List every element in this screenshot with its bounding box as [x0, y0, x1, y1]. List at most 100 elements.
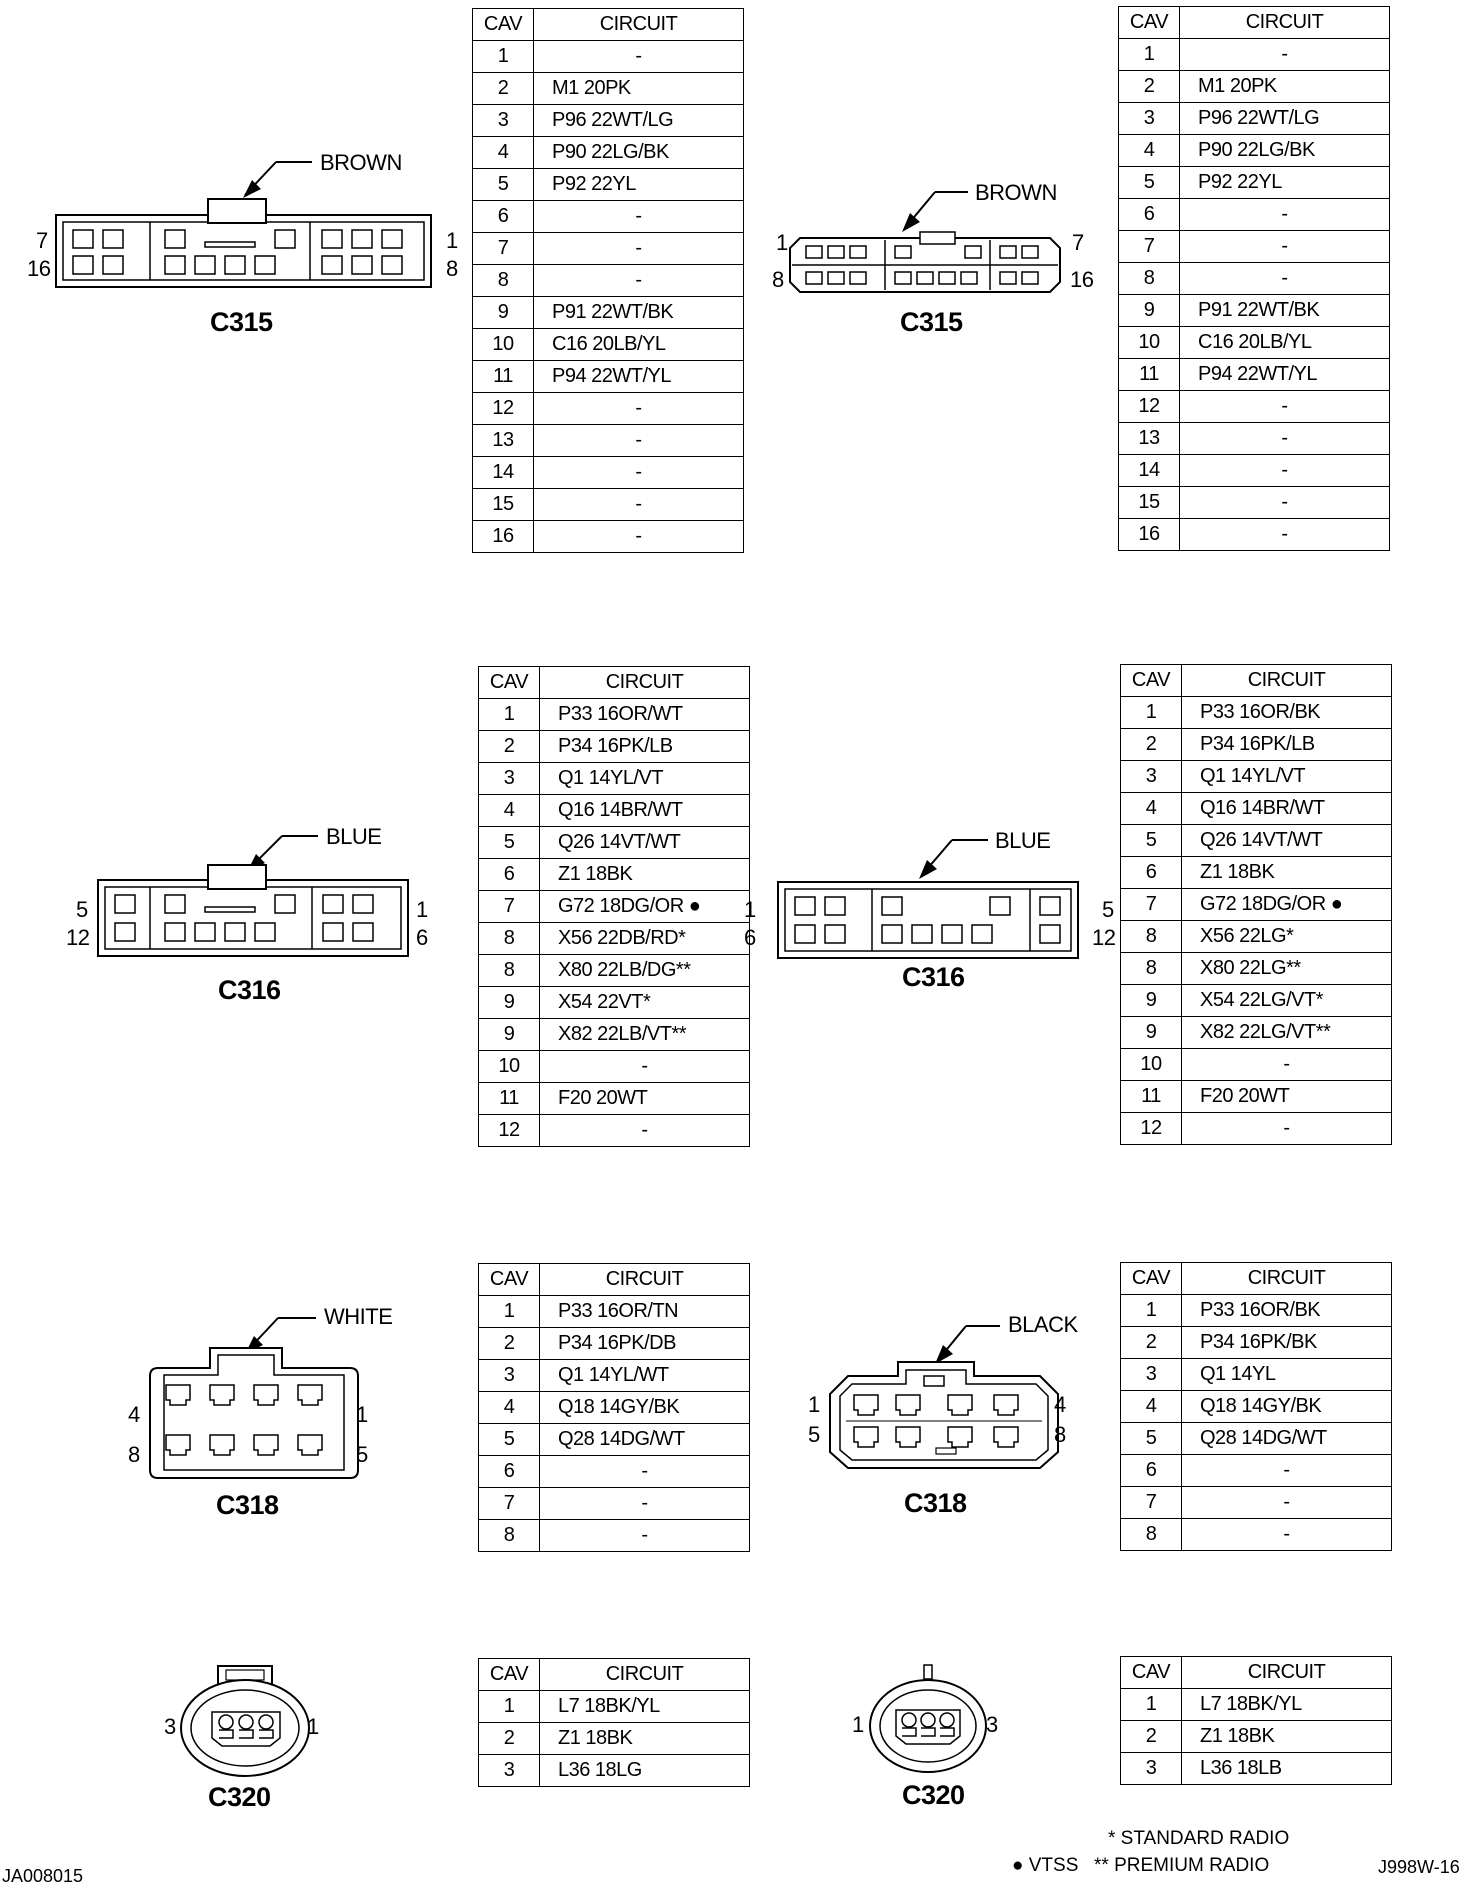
table-row: 6- [1120, 1454, 1392, 1487]
c318-left-name: C318 [216, 1490, 279, 1520]
table-row: 13- [1118, 422, 1390, 455]
cav-cell: 2 [1120, 728, 1182, 761]
table-row: 16- [1118, 518, 1390, 551]
cav-cell: 7 [1120, 1486, 1182, 1519]
cav-cell: 11 [1120, 1080, 1182, 1113]
table-row: 15- [472, 488, 744, 521]
c320-right-pin-1: 1 [852, 1712, 864, 1737]
footer-left-id: JA008015 [2, 1866, 84, 1886]
table-row: 12- [472, 392, 744, 425]
cav-cell: 4 [1120, 1390, 1182, 1423]
circuit-cell: - [1179, 390, 1390, 423]
cav-cell: 1 [478, 698, 540, 731]
circuit-cell: Q1 14YL/VT [539, 762, 750, 795]
circuit-cell: - [1179, 486, 1390, 519]
cav-cell: 16 [1118, 518, 1180, 551]
circuit-cell: M1 20PK [533, 72, 744, 105]
cav-cell: 9 [1120, 1016, 1182, 1049]
table-row: 7- [472, 232, 744, 265]
circuit-cell: Q28 14DG/WT [1181, 1422, 1392, 1455]
legend-vtss: ● VTSS [1012, 1855, 1079, 1876]
circuit-cell: G72 18DG/OR ● [539, 890, 750, 923]
cav-cell: 8 [1118, 262, 1180, 295]
cav-header: CAV [1120, 1262, 1182, 1295]
c316-left-pin-12: 12 [66, 925, 90, 950]
cav-cell: 8 [478, 954, 540, 987]
c315-left-pin-8: 8 [446, 256, 458, 281]
cav-cell: 1 [478, 1295, 540, 1328]
cav-cell: 16 [472, 520, 534, 553]
table-row: 6- [1118, 198, 1390, 231]
circuit-cell: F20 20WT [1181, 1080, 1392, 1113]
circuit-cell: - [533, 456, 744, 489]
cav-cell: 8 [1120, 1518, 1182, 1551]
cav-cell: 8 [478, 1519, 540, 1552]
c318-right-pin-8: 8 [1054, 1422, 1066, 1447]
cav-header: CAV [1120, 664, 1182, 697]
cav-cell: 6 [1118, 198, 1180, 231]
cav-cell: 3 [1120, 1752, 1182, 1785]
cav-cell: 3 [478, 1754, 540, 1787]
circuit-cell: X80 22LG** [1181, 952, 1392, 985]
circuit-cell: Q1 14YL [1181, 1358, 1392, 1391]
circuit-cell: X54 22LG/VT* [1181, 984, 1392, 1017]
cav-cell: 7 [1120, 888, 1182, 921]
c320-left-name: C320 [208, 1782, 271, 1812]
cav-cell: 2 [478, 1327, 540, 1360]
c318-right-color: BLACK [1008, 1312, 1078, 1337]
circuit-cell: F20 20WT [539, 1082, 750, 1115]
cav-cell: 15 [1118, 486, 1180, 519]
table-row: 7- [1118, 230, 1390, 263]
table-row: 14- [472, 456, 744, 489]
c316-left-pin-1: 1 [416, 897, 428, 922]
c318-left-pin-8: 8 [128, 1442, 140, 1467]
circuit-cell: P92 22YL [533, 168, 744, 201]
c316-left-name: C316 [218, 975, 281, 1005]
table-row: 8- [478, 1519, 750, 1552]
cav-cell: 3 [478, 1359, 540, 1392]
cav-cell: 2 [1120, 1720, 1182, 1753]
cav-cell: 5 [472, 168, 534, 201]
cav-cell: 2 [478, 1722, 540, 1755]
table-row: 10- [1120, 1048, 1392, 1081]
c315-right-pin-1: 1 [776, 230, 788, 255]
c318-right-pin-5: 5 [808, 1422, 820, 1447]
circuit-cell: P34 16PK/BK [1181, 1326, 1392, 1359]
circuit-cell: - [533, 424, 744, 457]
circuit-cell: X56 22LG* [1181, 920, 1392, 953]
circuit-cell: - [533, 232, 744, 265]
cav-cell: 4 [1118, 134, 1180, 167]
cav-cell: 2 [1120, 1326, 1182, 1359]
circuit-cell: P96 22WT/LG [533, 104, 744, 137]
circuit-cell: - [1179, 230, 1390, 263]
circuit-cell: Q1 14YL/VT [1181, 760, 1392, 793]
circuit-cell: P33 16OR/TN [539, 1295, 750, 1328]
circuit-cell: Z1 18BK [1181, 856, 1392, 889]
cav-cell: 5 [478, 1423, 540, 1456]
circuit-cell: P94 22WT/YL [1179, 358, 1390, 391]
cav-cell: 1 [1118, 38, 1180, 71]
circuit-header: CIRCUIT [1181, 1262, 1392, 1295]
circuit-cell: - [539, 1050, 750, 1083]
cav-cell: 3 [1120, 1358, 1182, 1391]
c316-right-pin-6: 6 [744, 925, 756, 950]
table-row: 8- [1120, 1518, 1392, 1551]
